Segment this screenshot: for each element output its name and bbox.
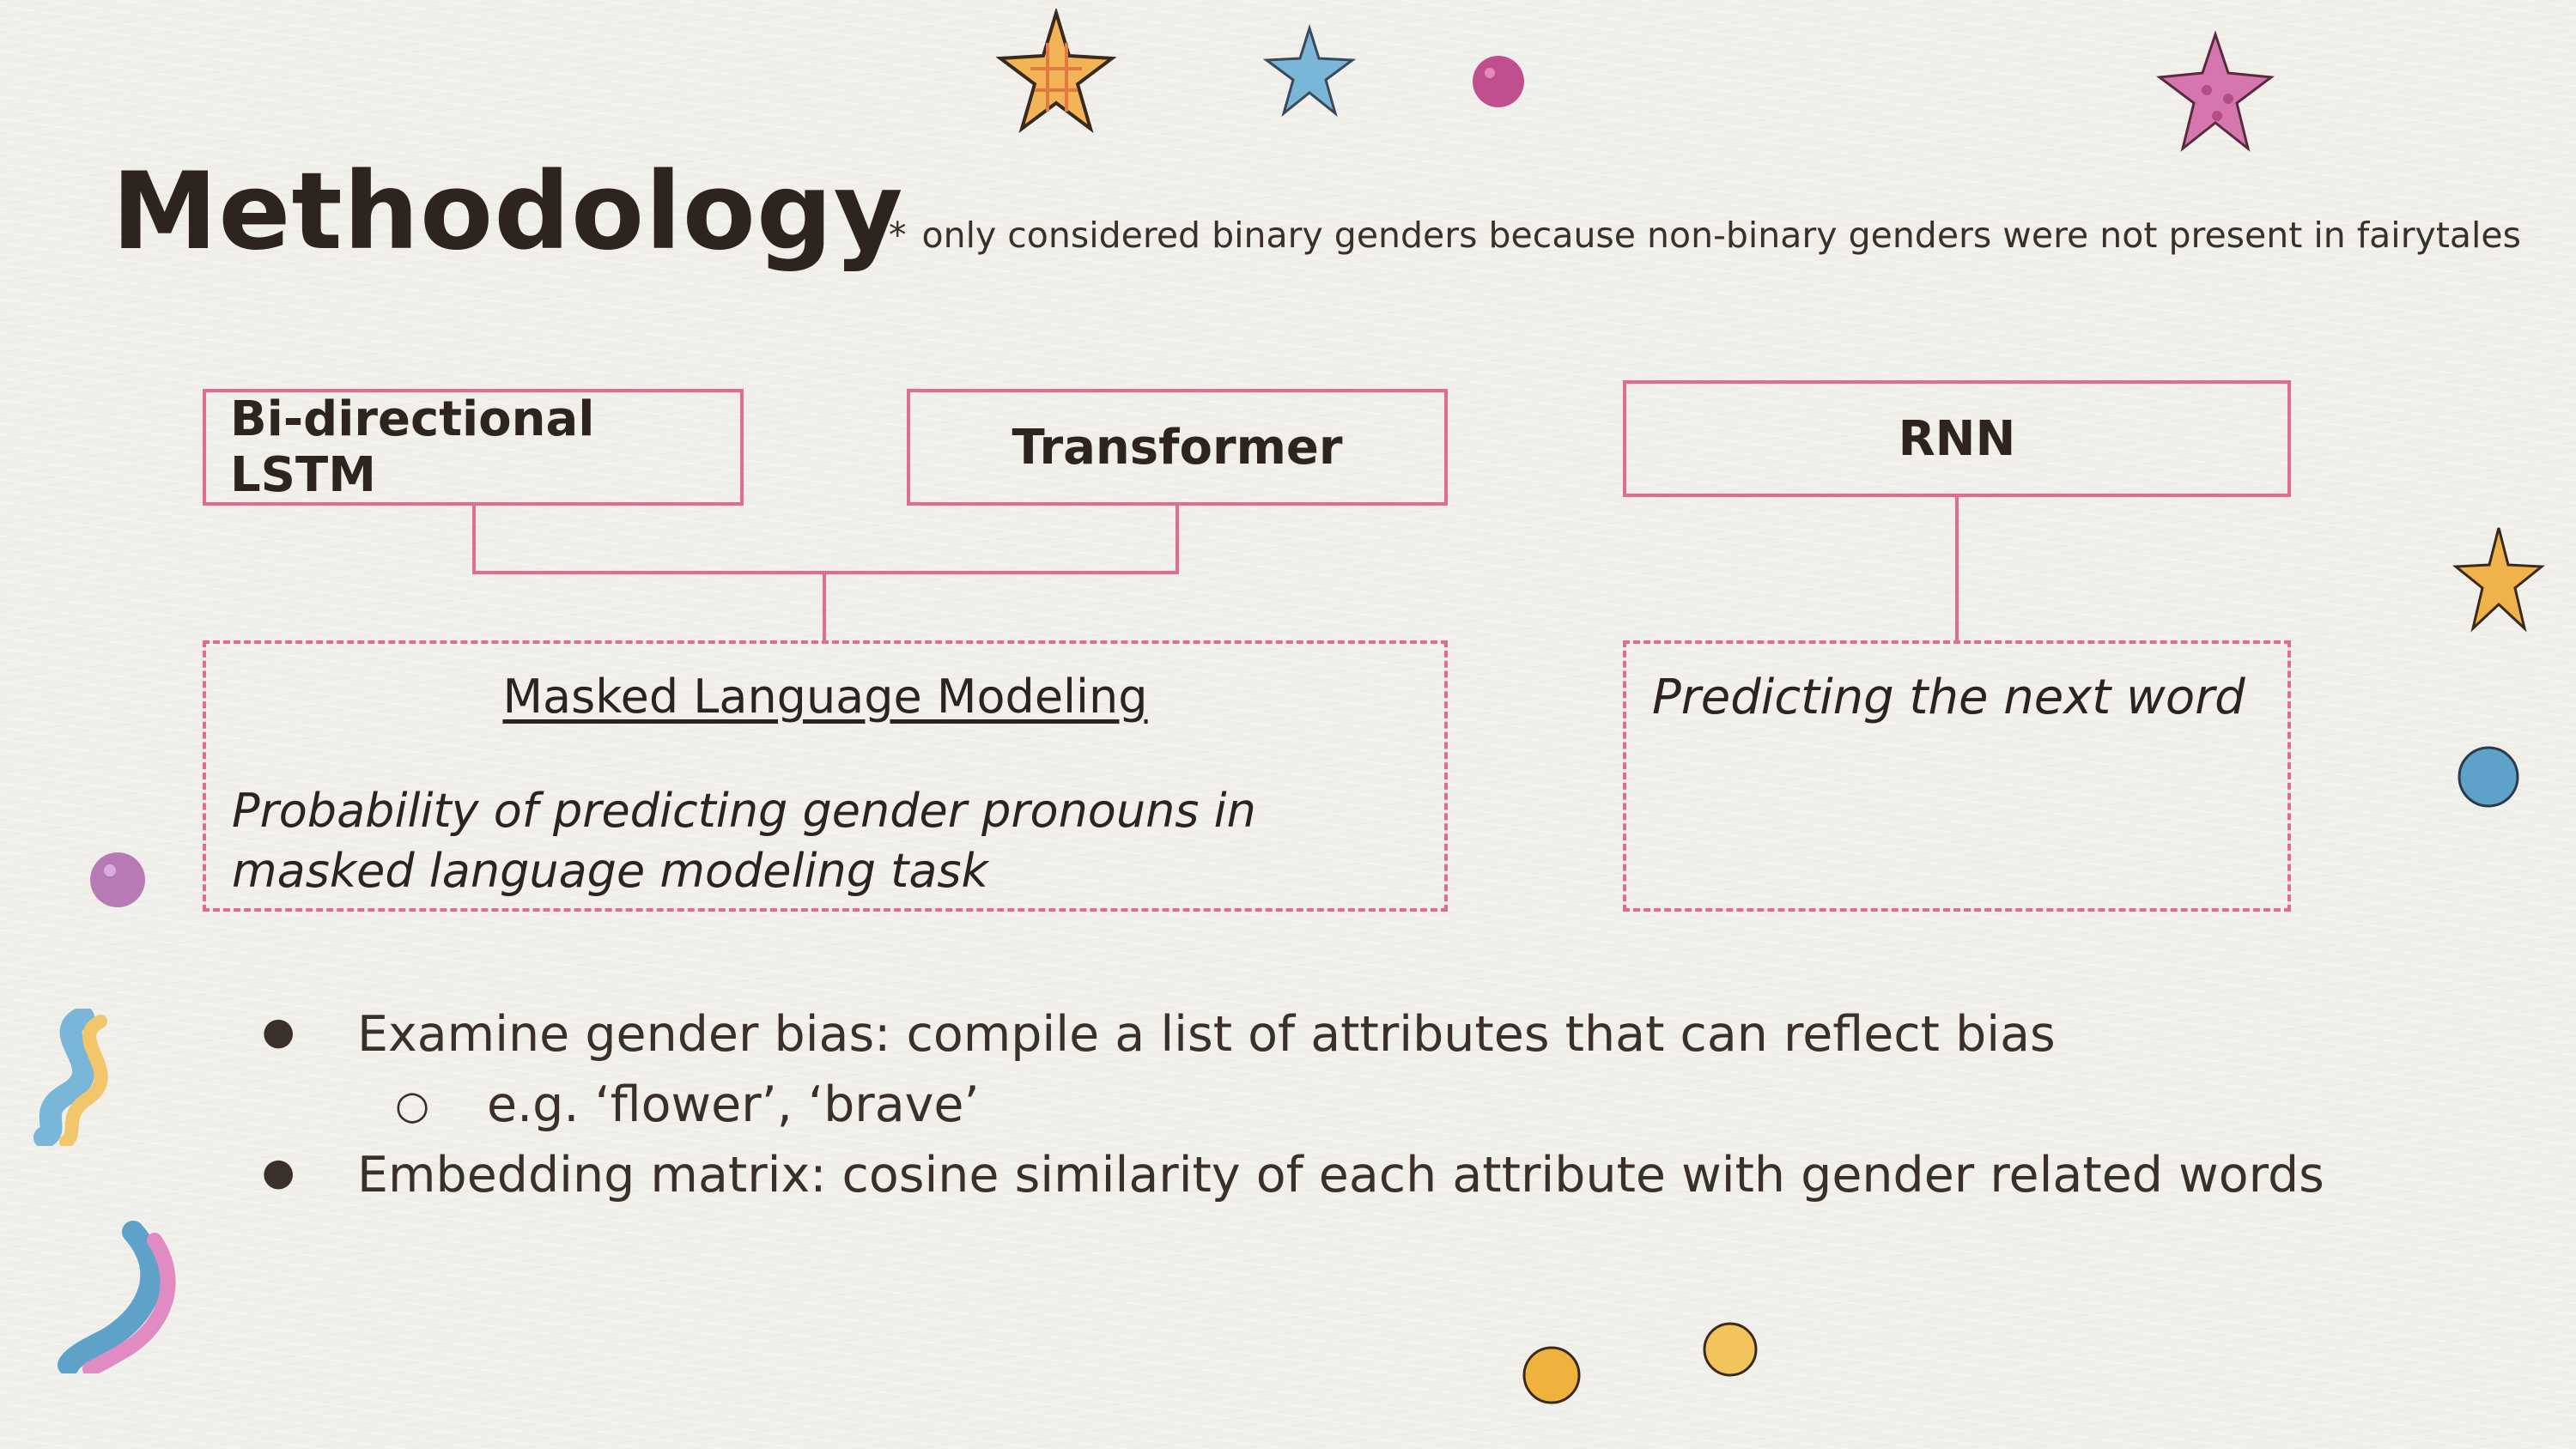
star-orange-icon	[996, 9, 1116, 134]
footnote: * only considered binary genders because …	[889, 215, 2521, 256]
sub-bullet-marker: ○	[395, 1082, 430, 1128]
footnote-marker: *	[889, 215, 907, 256]
mlm-description-line2: masked language modeling task	[232, 844, 988, 898]
sub-bullet-item: e.g. ‘flower’, ‘brave’	[487, 1076, 980, 1133]
mlm-description: Probability of predicting gender pronoun…	[232, 781, 1417, 901]
footnote-text: only considered binary genders because n…	[921, 215, 2522, 256]
model-box-rnn: RNN	[1623, 380, 2291, 497]
rnn-description: Predicting the next word	[1652, 670, 2245, 725]
rnn-box: Predicting the next word	[1623, 640, 2291, 912]
model-label-rnn: RNN	[1898, 410, 2016, 467]
model-box-transformer: Transformer	[907, 389, 1448, 506]
connector-bilstm	[472, 506, 476, 573]
dot-yellow-2-icon	[1703, 1322, 1758, 1377]
model-label-transformer: Transformer	[1012, 419, 1343, 476]
dot-blue-icon	[2458, 746, 2519, 808]
connector-to-mlm	[823, 573, 826, 641]
star-orange-right-icon	[2452, 527, 2545, 633]
connector-rnn	[1955, 497, 1959, 641]
dot-pink-icon	[1473, 56, 1524, 107]
model-label-bilstm: Bi-directional LSTM	[230, 391, 595, 503]
bullet-marker-1: ●	[262, 1009, 295, 1053]
star-blue-icon	[1262, 24, 1357, 118]
mlm-description-line1: Probability of predicting gender pronoun…	[232, 784, 1256, 838]
mlm-box: Masked Language Modeling Probability of …	[203, 640, 1448, 912]
star-pink-icon	[2156, 30, 2275, 152]
connector-transformer	[1176, 506, 1179, 573]
bullet-item-2: Embedding matrix: cosine similarity of e…	[357, 1147, 2324, 1203]
squiggle-blue-pink-icon	[58, 1221, 176, 1373]
model-box-bilstm: Bi-directional LSTM	[203, 389, 744, 506]
bullet-item-1: Examine gender bias: compile a list of a…	[357, 1006, 2056, 1063]
bullet-marker-2: ●	[262, 1150, 295, 1194]
slide-title: Methodology	[112, 150, 904, 274]
dot-purple-icon	[90, 852, 145, 907]
squiggle-blue-yellow-icon	[33, 1009, 108, 1146]
mlm-heading: Masked Language Modeling	[502, 670, 1148, 724]
dot-yellow-icon	[1522, 1346, 1581, 1404]
